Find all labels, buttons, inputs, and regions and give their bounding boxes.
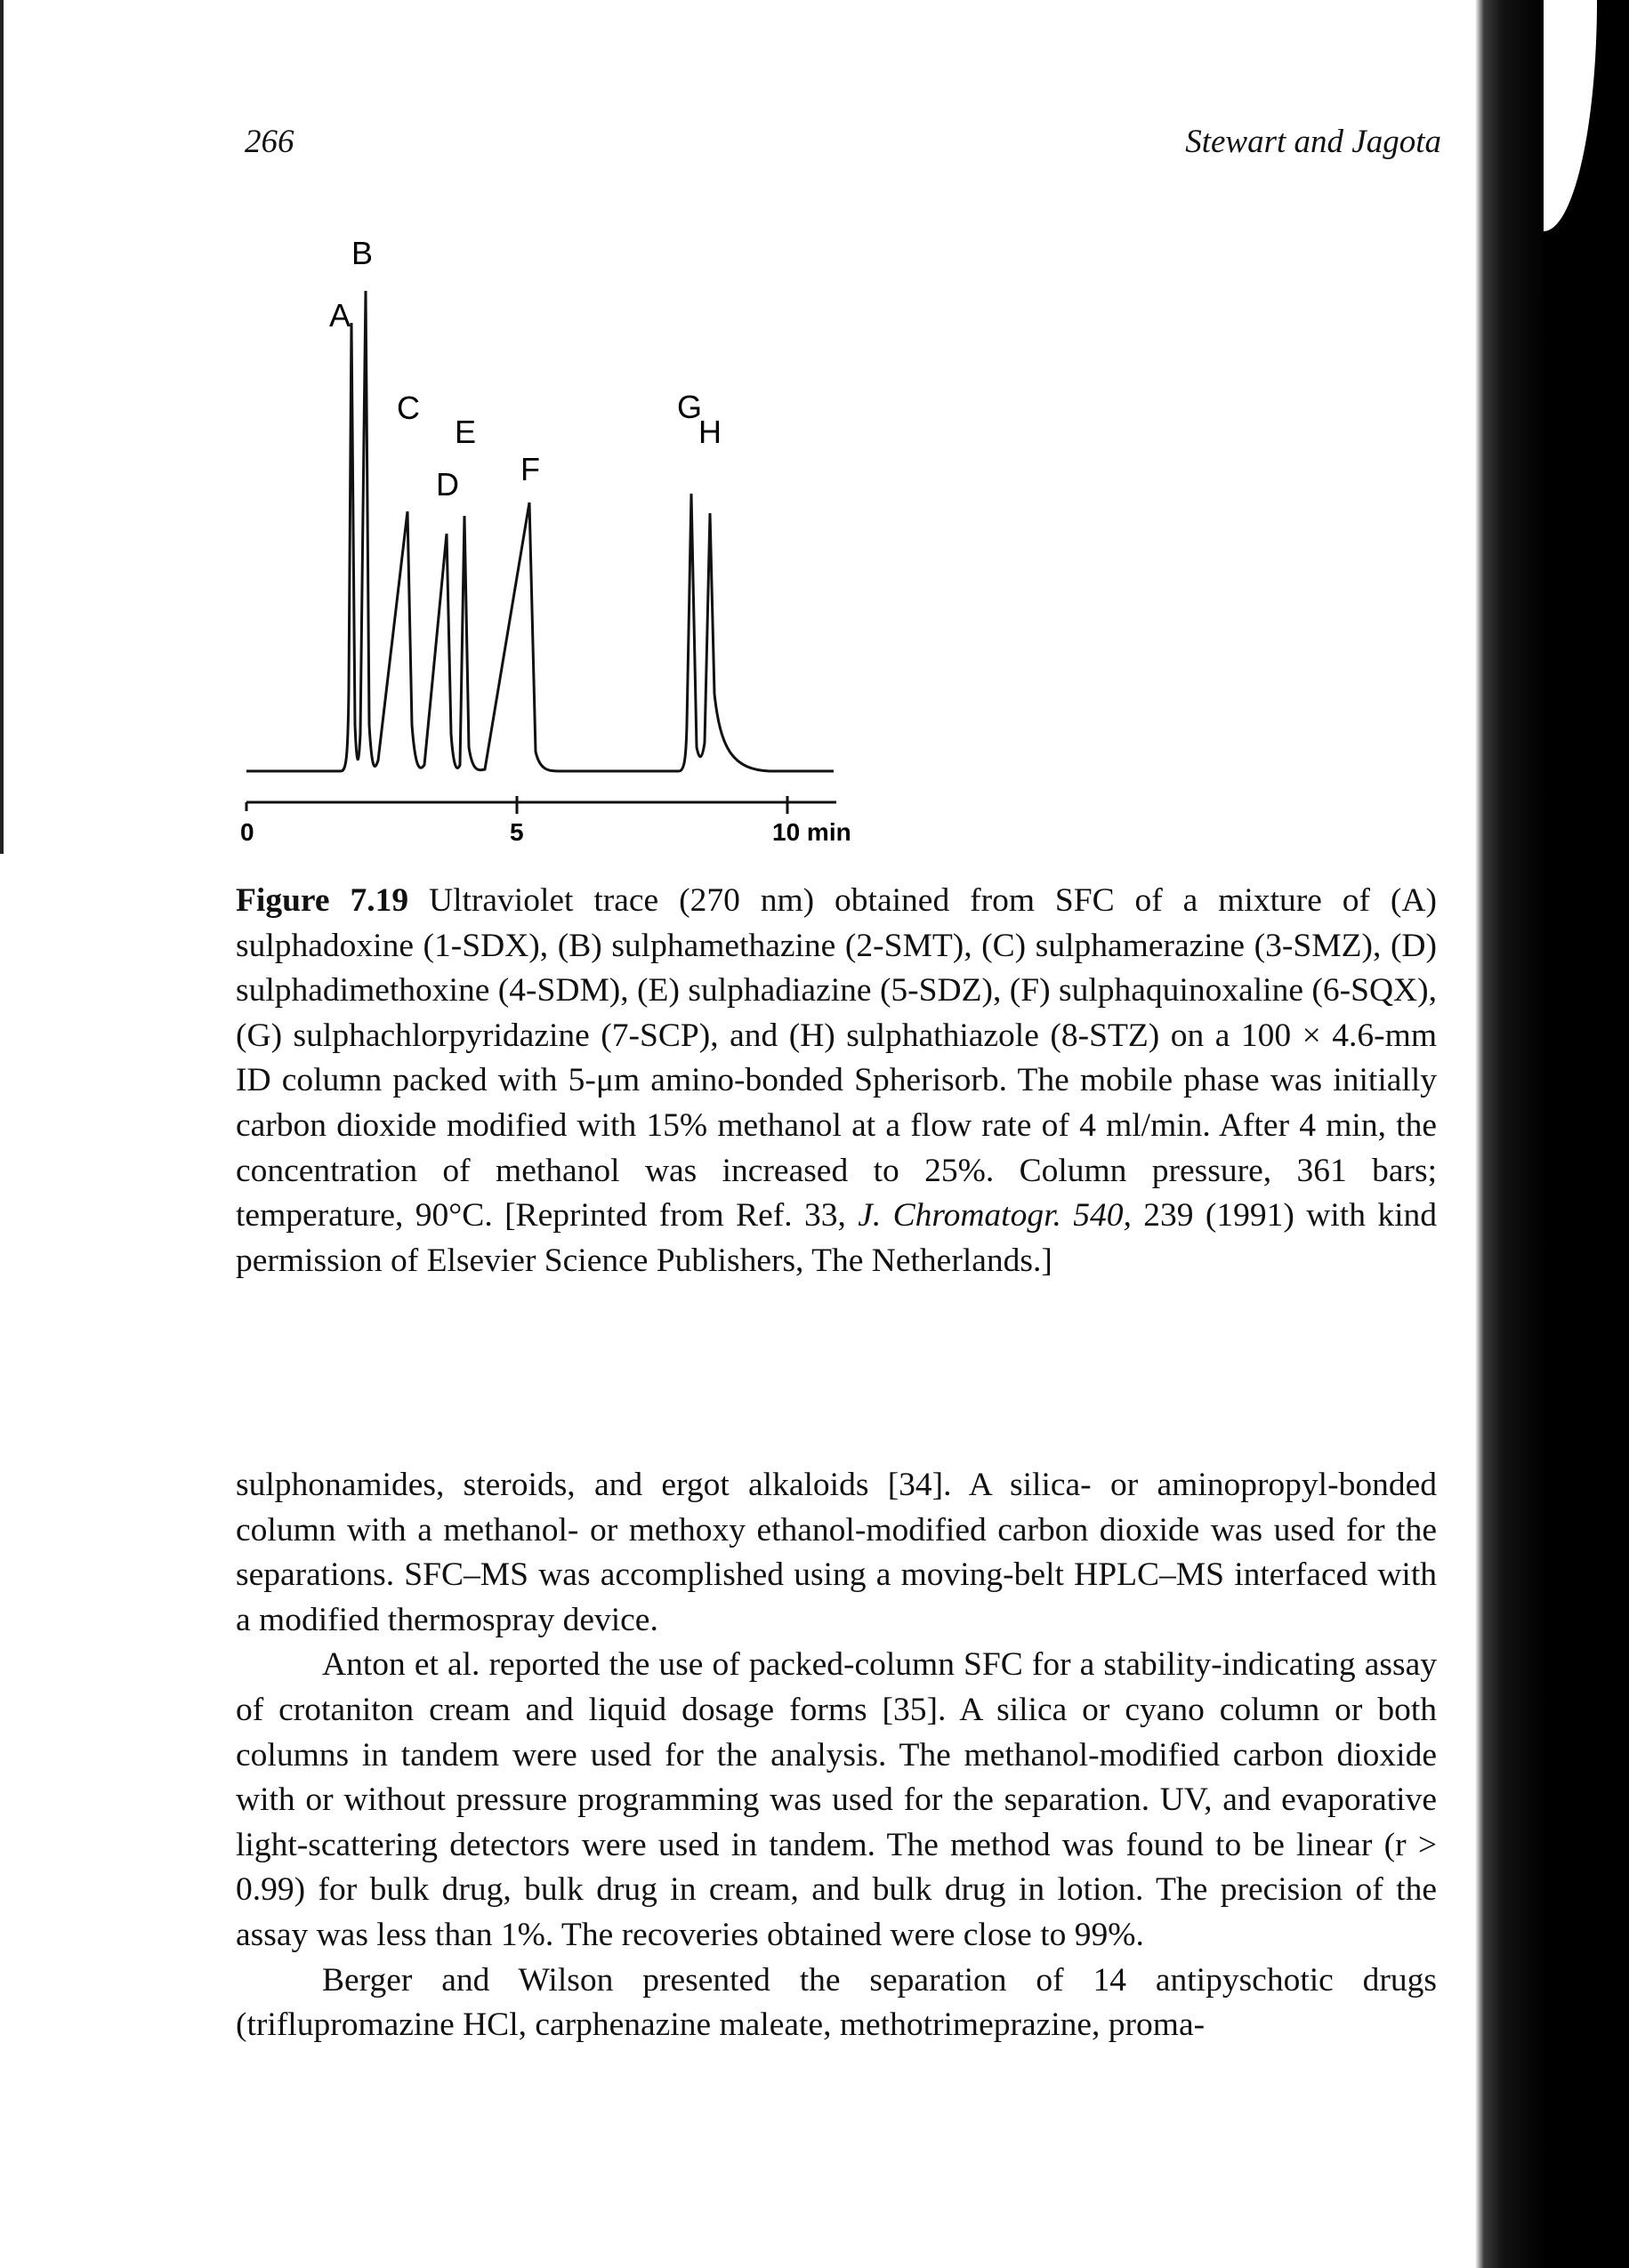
chromatogram-figure: 0 5 10 min A B C D E F G H [240, 235, 851, 846]
peak-label-g: G [677, 389, 702, 425]
peak-label-c: C [397, 390, 420, 426]
scan-edge-right [1468, 0, 1629, 2268]
figure-caption-text-end: 239 (1991) with kind permission of Elsev… [236, 1197, 1437, 1279]
figure-caption-journal: J. Chromatogr. 540, [858, 1197, 1132, 1235]
axis-tick-label-10: 10 min [772, 818, 851, 846]
axis-tick-label-5: 5 [510, 818, 524, 846]
peak-label-e: E [455, 414, 476, 450]
figure-caption-label: Figure 7.19 [236, 882, 409, 919]
figure-caption-text: Ultraviolet trace (270 nm) obtained from… [236, 882, 1437, 1235]
peak-label-h: H [698, 414, 722, 450]
body-text: sulphonamides, steroids, and ergot alkal… [236, 1463, 1437, 2048]
running-head: Stewart and Jagota [1185, 124, 1441, 160]
figure-caption: Figure 7.19 Ultraviolet trace (270 nm) o… [236, 879, 1437, 1283]
paragraph-3: Berger and Wilson presented the separati… [236, 1961, 1437, 2044]
peak-label-b: B [351, 235, 373, 271]
peak-label-d: D [436, 466, 459, 503]
scan-edge-left [0, 0, 4, 854]
peak-label-f: F [520, 451, 540, 487]
peak-label-a: A [329, 297, 351, 334]
axis-tick-label-0: 0 [240, 818, 254, 846]
paragraph-2: Anton et al. reported the use of packed-… [236, 1646, 1437, 1953]
chromatogram-trace [246, 290, 834, 773]
paragraph-1: sulphonamides, steroids, and ergot alkal… [236, 1467, 1437, 1638]
page-number: 266 [245, 124, 294, 160]
